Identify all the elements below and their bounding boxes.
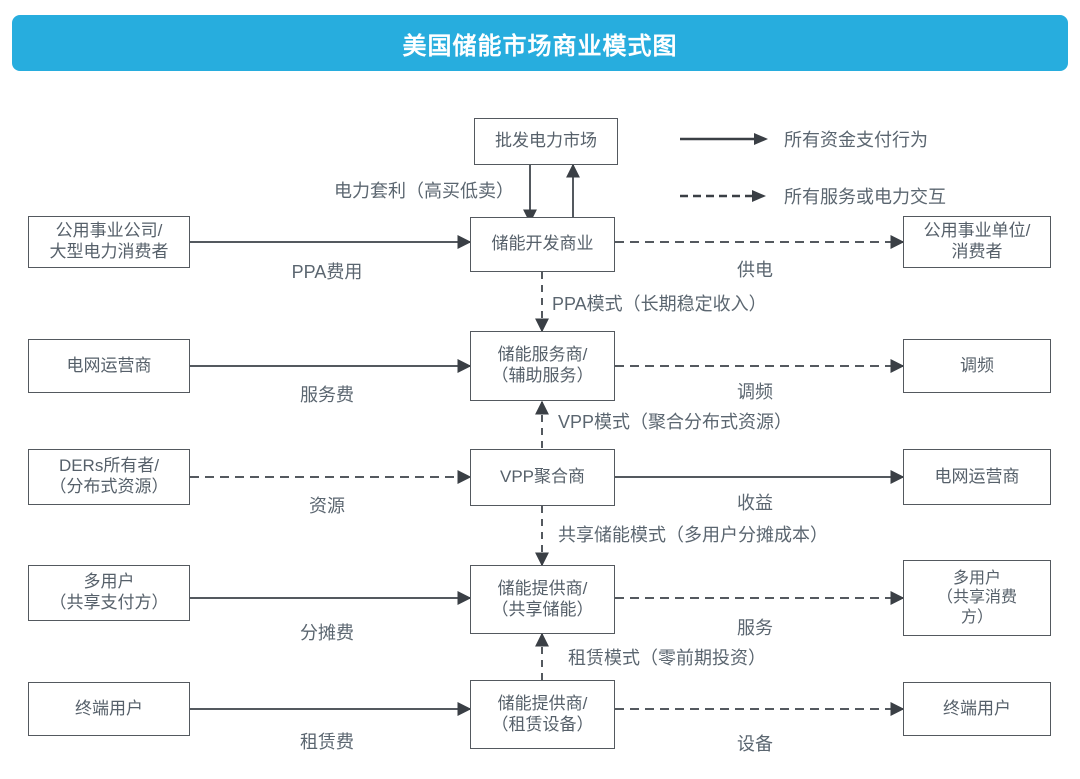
edge-label-service: 服务 (737, 618, 773, 638)
edge-label-lease-mode: 租赁模式（零前期投资） (568, 648, 766, 668)
node-line: 消费者 (951, 242, 1003, 261)
node-right-end-user[interactable]: 终端用户 (903, 682, 1051, 736)
node-line: 储能开发商业 (491, 234, 594, 254)
node-wholesale-market[interactable]: 批发电力市场 (474, 118, 618, 165)
edge-label-arbitrage: 电力套利（高买低卖） (334, 181, 514, 201)
edge-label-equipment: 设备 (737, 734, 773, 754)
node-line: （分布式资源） (49, 477, 169, 496)
node-line: （共享储能） (491, 599, 594, 619)
node-right-utility[interactable]: 公用事业单位/ 消费者 (903, 216, 1051, 268)
page-title: 美国储能市场商业模式图 (402, 32, 678, 60)
node-left-grid-operator[interactable]: 电网运营商 (28, 339, 190, 393)
page-title-bar: 美国储能市场商业模式图 (12, 15, 1068, 71)
edge-label-resource: 资源 (309, 496, 345, 516)
node-storage-developer[interactable]: 储能开发商业 (470, 217, 615, 272)
edge-label-shared-mode: 共享储能模式（多用户分摊成本） (558, 525, 828, 545)
node-line: 调频 (960, 355, 994, 375)
node-line: 大型电力消费者 (49, 242, 169, 261)
node-line: 储能提供商/ (497, 693, 588, 713)
node-left-multiuser[interactable]: 多用户 （共享支付方） (28, 565, 190, 621)
node-line: （共享消费 (936, 589, 1017, 607)
node-line: 公用事业公司/ (55, 221, 163, 241)
node-line: 储能服务商/ (497, 345, 588, 365)
node-line: 终端用户 (943, 698, 1011, 718)
node-right-frequency-regulation[interactable]: 调频 (903, 339, 1051, 393)
node-left-utility[interactable]: 公用事业公司/ 大型电力消费者 (28, 216, 190, 268)
node-vpp-aggregator[interactable]: VPP聚合商 (470, 449, 615, 506)
edge-label-ppa-mode: PPA模式（长期稳定收入） (552, 294, 767, 314)
node-left-ders-owner[interactable]: DERs所有者/ （分布式资源） (28, 449, 190, 505)
node-line: 电网运营商 (934, 466, 1020, 486)
node-line: 电网运营商 (66, 355, 152, 375)
edge-label-lease-fee: 租赁费 (300, 732, 354, 752)
legend-item-money: 所有资金支付行为 (678, 126, 928, 152)
node-line: （租赁设备） (491, 714, 594, 734)
node-right-multiuser[interactable]: 多用户 （共享消费 方） (903, 560, 1051, 636)
legend-label-service: 所有服务或电力交互 (784, 187, 946, 207)
node-line: VPP聚合商 (499, 467, 586, 487)
node-line: 批发电力市场 (495, 131, 597, 151)
edge-label-supply-power: 供电 (737, 260, 773, 280)
node-line: DERs所有者/ (58, 456, 160, 476)
solid-arrow-icon (680, 133, 768, 145)
node-line: 多用户 (83, 572, 135, 592)
node-line: 终端用户 (75, 698, 143, 718)
dashed-arrow-icon (680, 190, 766, 202)
node-storage-service-provider[interactable]: 储能服务商/ （辅助服务） (470, 331, 615, 401)
legend-label-money: 所有资金支付行为 (784, 130, 928, 150)
node-right-grid-operator[interactable]: 电网运营商 (903, 449, 1051, 505)
edge-label-share-fee: 分摊费 (300, 623, 354, 643)
node-line: （共享支付方） (49, 593, 169, 612)
node-shared-storage-provider[interactable]: 储能提供商/ （共享储能） (470, 565, 615, 634)
edge-label-vpp-mode: VPP模式（聚合分布式资源） (558, 412, 793, 432)
edge-label-service-fee: 服务费 (300, 385, 354, 405)
edge-label-ppa-fee: PPA费用 (291, 262, 363, 282)
edge-label-revenue: 收益 (737, 493, 773, 513)
legend-item-service: 所有服务或电力交互 (678, 183, 946, 209)
node-line: 公用事业单位/ (923, 221, 1031, 241)
node-left-end-user[interactable]: 终端用户 (28, 682, 190, 736)
node-line: 储能提供商/ (497, 578, 588, 598)
node-line: （辅助服务） (491, 366, 594, 385)
node-lease-storage-provider[interactable]: 储能提供商/ （租赁设备） (470, 680, 615, 749)
edge-label-frequency: 调频 (737, 382, 773, 402)
node-line: 多用户 (952, 569, 1001, 587)
node-line: 方） (960, 608, 993, 626)
